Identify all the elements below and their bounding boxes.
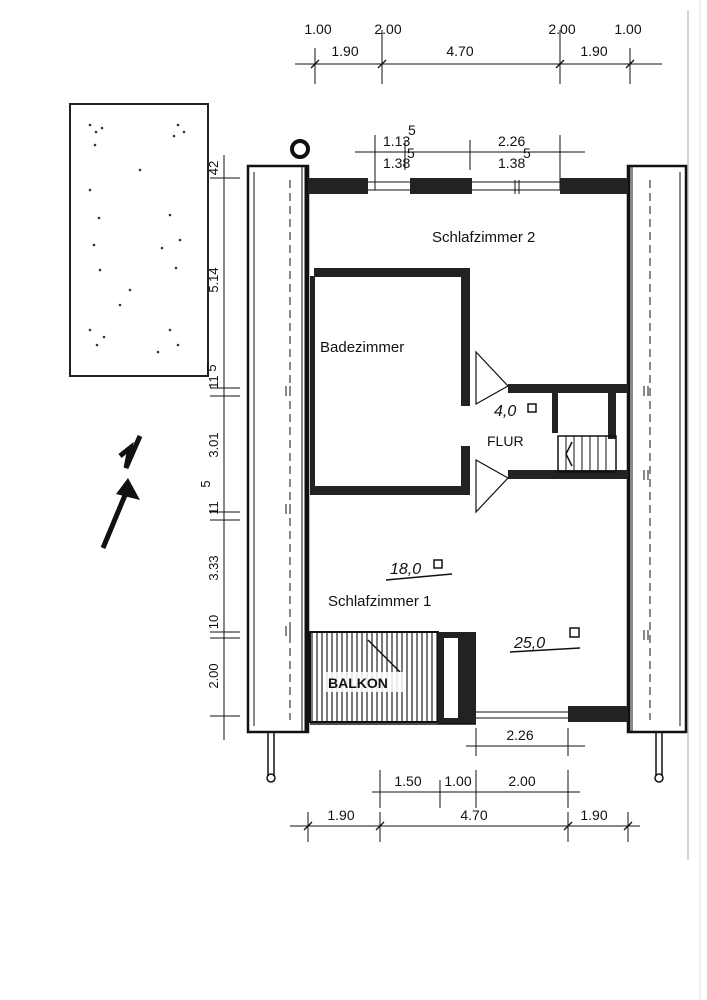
- window-dimensions-top: 1.13 5 1.38 5 2.26 1.38 5: [355, 122, 585, 190]
- room-label-schlafzimmer-1: Schlafzimmer 1: [328, 593, 431, 610]
- north-arrow-icon: [100, 434, 143, 549]
- hall-area: [475, 350, 628, 514]
- dim-window-1-38-right-sup: 5: [523, 145, 531, 161]
- flur-area-label: 4,0: [494, 403, 516, 420]
- dim-bottom-1-90-right: 1.90: [580, 807, 607, 823]
- dim-left-11b: 11: [206, 501, 221, 515]
- dim-left-5-14: 5.14: [206, 267, 221, 292]
- left-wall-strip: [246, 164, 310, 783]
- top-dimensions: 1.00 2.00 2.00 1.00 1.90 4.70 1.90: [295, 21, 662, 84]
- room-label-balkon: BALKON: [328, 675, 388, 691]
- dim-window-1-38-left-sup: 5: [407, 145, 415, 161]
- dim-left-3-33: 3.33: [206, 555, 221, 580]
- dim-left-5a: 5: [204, 364, 219, 371]
- dim-left-11a: 11: [206, 375, 221, 389]
- area-label-25: 25,0: [513, 635, 545, 652]
- dim-top-2-00-right: 2.00: [548, 21, 575, 37]
- dim-top-1-90-left: 1.90: [331, 43, 358, 59]
- dim-top-4-70: 4.70: [446, 43, 473, 59]
- bottom-wall: [476, 706, 628, 722]
- dim-bottom-2-00: 2.00: [508, 773, 535, 789]
- dim-top-2-00-left: 2.00: [374, 21, 401, 37]
- dim-left-10: 10: [206, 615, 221, 629]
- dim-bottom-1-90-left: 1.90: [327, 807, 354, 823]
- bottom-window-dimension: 2.26: [466, 727, 585, 756]
- dim-left-42: 42: [206, 161, 221, 175]
- dim-bottom-4-70: 4.70: [460, 807, 487, 823]
- wall-ticks: [285, 386, 649, 640]
- bathroom-walls: [310, 268, 470, 495]
- post-symbol: [290, 139, 310, 159]
- top-wall: [308, 178, 628, 194]
- schlafzimmer-1-area-label: 18,0: [390, 561, 421, 578]
- dim-window-1-38-left: 1.38: [383, 155, 410, 171]
- dim-top-1-00-right: 1.00: [614, 21, 641, 37]
- square-meter-icon: [569, 627, 580, 638]
- room-label-flur: FLUR: [487, 433, 524, 449]
- garden-area: [69, 103, 209, 377]
- dim-left-3-01: 3.01: [206, 432, 221, 457]
- dim-top-1-90-right: 1.90: [580, 43, 607, 59]
- room-label-schlafzimmer-2: Schlafzimmer 2: [432, 229, 535, 246]
- square-meter-icon: [433, 559, 443, 569]
- dim-bottom-window-2-26: 2.26: [506, 727, 533, 743]
- left-dimensions: 42 5.14 5 11 3.01 11 5 3.33 10 2.00: [198, 155, 240, 740]
- square-meter-icon: [527, 403, 537, 413]
- dim-window-1-38-right: 1.38: [498, 155, 525, 171]
- dim-bottom-1-50: 1.50: [394, 773, 421, 789]
- bottom-dimensions: 1.50 1.00 2.00 1.90 4.70 1.90: [290, 770, 640, 842]
- dim-window-2-26-top: 2.26: [498, 133, 525, 149]
- dim-top-1-00-left: 1.00: [304, 21, 331, 37]
- dim-window-1-13-sup: 5: [408, 122, 416, 138]
- dim-left-5b: 5: [198, 480, 213, 487]
- right-wall-strip: [626, 164, 688, 783]
- dim-left-2-00: 2.00: [206, 663, 221, 688]
- balcony: [309, 631, 476, 725]
- dim-bottom-1-00: 1.00: [444, 773, 471, 789]
- dim-window-1-13: 1.13: [383, 133, 410, 149]
- room-label-badezimmer: Badezimmer: [320, 339, 404, 356]
